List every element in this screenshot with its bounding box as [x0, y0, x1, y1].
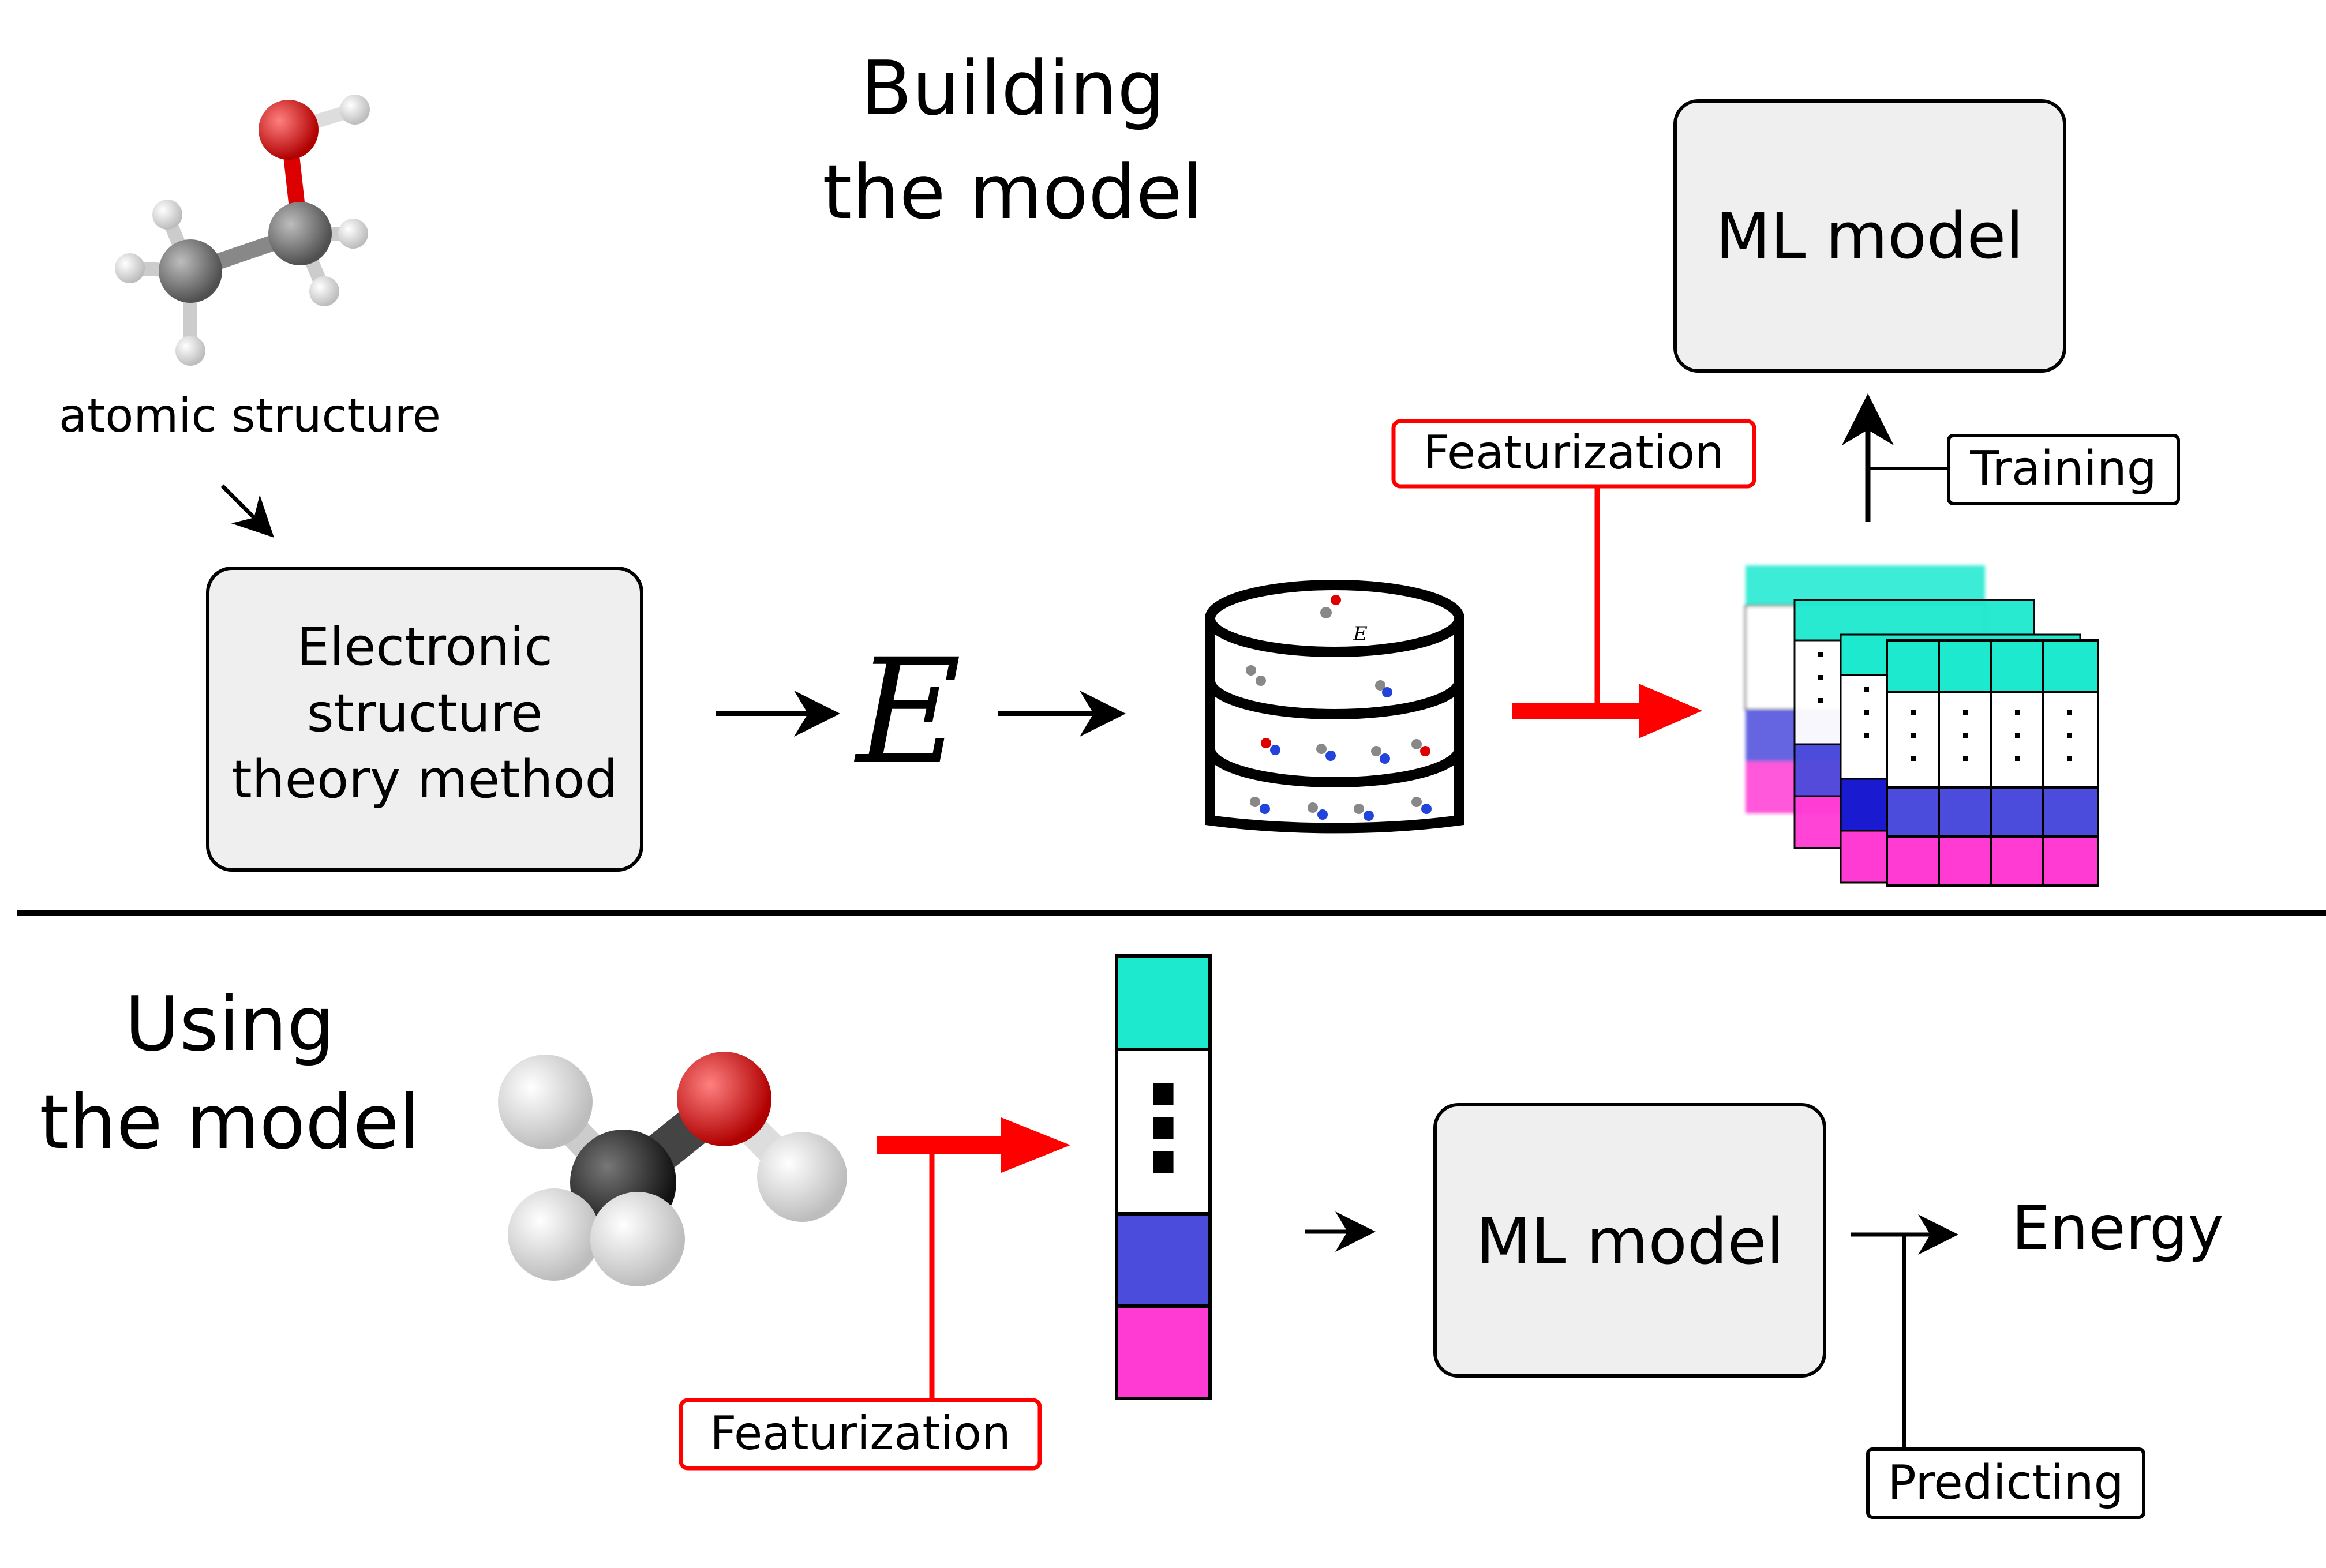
- training-label: Training: [1947, 434, 2180, 505]
- esm-label-line3: theory method: [231, 749, 617, 810]
- ml-model-box-top: ML model: [1673, 99, 2066, 373]
- db-energy-label: E: [1353, 622, 1368, 646]
- featurization-arrow-top: [1512, 486, 1702, 738]
- energy-symbol: E: [854, 628, 962, 796]
- using-heading-line1: Using: [125, 980, 335, 1068]
- training-text: Training: [1969, 441, 2157, 496]
- featurization-label-top: Featurization: [1391, 419, 1756, 489]
- feature-vector: ⋮: [1106, 954, 1221, 1400]
- atomic-structure-label: atomic structure: [59, 389, 441, 442]
- using-heading-line2: the model: [39, 1078, 419, 1166]
- esm-label-line1: Electronic: [297, 617, 553, 677]
- esm-label-line2: structure: [307, 683, 542, 744]
- electronic-structure-method-box: Electronic structure theory method: [206, 567, 643, 872]
- feature-matrix-stack: [1744, 565, 2099, 887]
- ml-model-box-bottom: ML model: [1433, 1103, 1826, 1378]
- featurization-label-bottom: Featurization: [679, 1398, 1042, 1471]
- structure-to-method-arrow: [220, 484, 274, 538]
- predicting-label: Predicting: [1866, 1447, 2145, 1519]
- ethanol-molecule-image: [115, 95, 370, 366]
- ml-model-text-top: ML model: [1716, 199, 2024, 273]
- building-heading-line2: the model: [822, 148, 1203, 236]
- db-molecule-entries: E: [1246, 595, 1432, 821]
- featurization-arrow-bottom: [877, 1117, 1070, 1402]
- database-icon: E: [1205, 580, 1464, 834]
- methanol-molecule-image: [498, 1052, 847, 1286]
- featurization-text-top: Featurization: [1423, 426, 1724, 479]
- feature-vector-ellipsis: ⋮: [1106, 1061, 1221, 1196]
- predicting-text: Predicting: [1887, 1456, 2123, 1510]
- featurization-text-bottom: Featurization: [710, 1406, 1010, 1460]
- building-heading-line1: Building: [860, 44, 1164, 132]
- ml-model-text-bottom: ML model: [1476, 1205, 1784, 1278]
- energy-output-label: Energy: [2012, 1193, 2224, 1263]
